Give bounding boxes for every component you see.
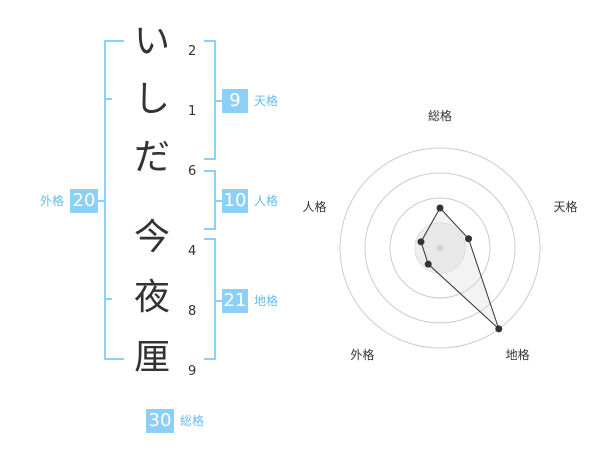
gaikaku-bracket xyxy=(104,40,124,360)
gaikaku-bracket-tick-bottom xyxy=(104,298,112,300)
name-char-4: 今 xyxy=(133,217,170,258)
name-char-6: 厘 xyxy=(133,337,170,378)
radar-axis-label-4: 外格 xyxy=(350,347,374,362)
stroke-count-6: 9 xyxy=(188,364,197,379)
chikaku-value: 21 xyxy=(222,289,248,313)
radar-ring-4 xyxy=(339,147,541,349)
radar-axis-label-1: 総格 xyxy=(428,108,452,123)
radar-axis-label-2: 天格 xyxy=(554,199,578,214)
radar-point-2 xyxy=(465,235,473,243)
radar-ring-3 xyxy=(364,172,516,324)
stroke-count-2: 1 xyxy=(188,104,197,119)
soukaku-label: 総格 xyxy=(180,414,205,428)
gaikaku-bracket-tick-top xyxy=(104,98,112,100)
tenkaku-bracket xyxy=(204,40,216,160)
chikaku-label: 地格 xyxy=(254,294,279,308)
soukaku-value: 30 xyxy=(146,409,174,433)
radar-axis-label-3: 地格 xyxy=(506,347,530,362)
radar-point-4 xyxy=(424,260,432,268)
stroke-count-5: 8 xyxy=(188,304,197,319)
tenkaku-value: 9 xyxy=(222,89,248,113)
jinkaku-bracket-connector xyxy=(216,200,222,202)
radar-point-5 xyxy=(417,238,425,246)
chikaku-bracket xyxy=(204,238,216,360)
stroke-count-3: 6 xyxy=(188,164,197,179)
name-char-5: 夜 xyxy=(133,277,170,318)
radar-point-1 xyxy=(436,204,444,212)
name-char-3: だ xyxy=(133,137,170,178)
gaikaku-bracket-connector xyxy=(96,200,104,202)
jinkaku-label: 人格 xyxy=(254,194,279,208)
radar-center-dot xyxy=(437,245,443,251)
gaikaku-label: 外格 xyxy=(40,194,65,208)
name-char-1: い xyxy=(133,21,170,62)
tenkaku-bracket-connector xyxy=(216,100,222,102)
gaikaku-value: 20 xyxy=(70,189,98,213)
chikaku-bracket-connector xyxy=(216,300,222,302)
jinkaku-value: 10 xyxy=(222,189,248,213)
jinkaku-bracket xyxy=(204,170,216,230)
radar-series-polygon xyxy=(420,207,500,330)
stroke-count-1: 2 xyxy=(188,44,197,59)
radar-axis-label-5: 人格 xyxy=(302,199,326,214)
radar-ring-2 xyxy=(389,197,491,299)
name-char-2: し xyxy=(133,79,170,120)
tenkaku-label: 天格 xyxy=(254,94,279,108)
stroke-count-4: 4 xyxy=(188,244,197,259)
radar-point-3 xyxy=(495,325,503,333)
